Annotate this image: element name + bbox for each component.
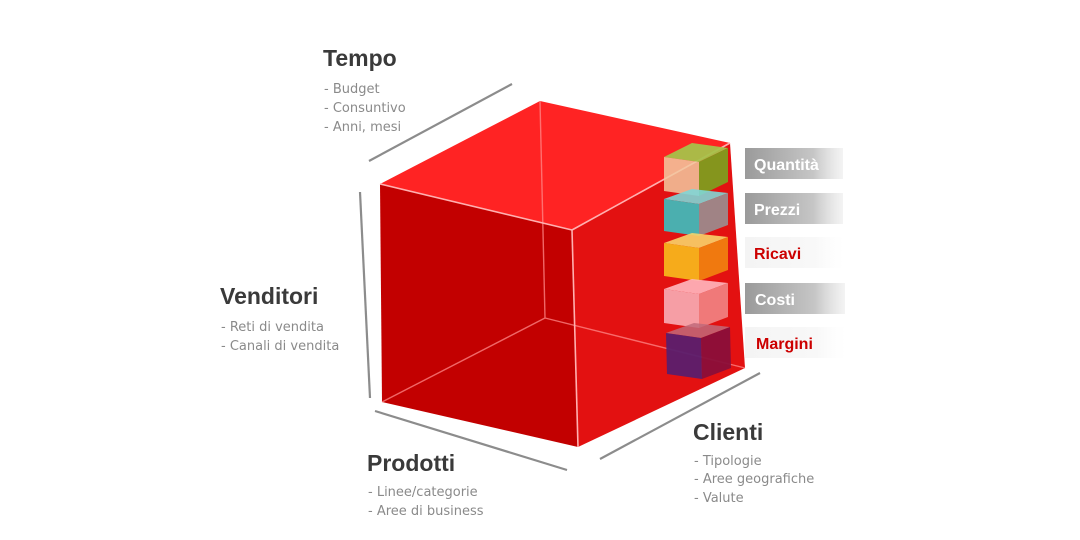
measure-slabs xyxy=(664,143,731,379)
dimension-item: - Anni, mesi xyxy=(324,120,401,135)
measure-tag-margini: Margini xyxy=(745,327,847,358)
dimension-item: - Aree geografiche xyxy=(694,472,814,487)
dimension-item: - Canali di vendita xyxy=(221,339,339,354)
dimension-title-tempo: Tempo xyxy=(323,45,397,71)
slab-margini xyxy=(666,323,731,379)
dimension-item: - Reti di vendita xyxy=(221,320,324,335)
measure-tag-ricavi: Ricavi xyxy=(745,237,845,268)
slab-prezzi xyxy=(664,189,728,236)
dimension-item: - Linee/categorie xyxy=(368,485,478,500)
clienti-axis-line xyxy=(599,372,761,460)
dimension-tempo: Tempo - Budget - Consuntivo - Anni, mesi xyxy=(323,45,406,135)
dimension-title-clienti: Clienti xyxy=(693,419,763,445)
slab-costi xyxy=(664,279,728,328)
dimension-clienti: Clienti - Tipologie - Aree geografiche -… xyxy=(693,419,814,506)
prodotti-axis-line xyxy=(374,409,568,472)
dimension-item: - Valute xyxy=(694,491,744,506)
measure-tag-quantita: Quantità xyxy=(745,148,843,179)
measure-tags: Quantità Prezzi Ricavi Costi Margini xyxy=(745,148,847,358)
measure-label-margini: Margini xyxy=(756,336,813,353)
slab-ricavi xyxy=(664,233,728,281)
dimension-item: - Budget xyxy=(324,82,380,97)
dimension-item: - Tipologie xyxy=(694,454,762,469)
measure-label-prezzi: Prezzi xyxy=(754,202,800,219)
cube-front-face xyxy=(380,184,578,447)
slab-quantita xyxy=(664,143,728,196)
tempo-axis-line xyxy=(368,83,513,162)
cube-top-face xyxy=(380,101,730,230)
dimension-title-prodotti: Prodotti xyxy=(367,450,455,476)
axis-lines xyxy=(358,83,761,472)
measure-tag-costi: Costi xyxy=(745,283,845,314)
measure-label-costi: Costi xyxy=(755,292,795,309)
venditori-axis-line xyxy=(358,191,372,399)
dimension-title-venditori: Venditori xyxy=(220,283,318,309)
dimension-venditori: Venditori - Reti di vendita - Canali di … xyxy=(220,283,339,354)
measure-tag-prezzi: Prezzi xyxy=(745,193,843,224)
measure-label-quantita: Quantità xyxy=(754,157,819,174)
dimension-item: - Aree di business xyxy=(368,504,484,519)
dimension-item: - Consuntivo xyxy=(324,101,406,116)
measure-label-ricavi: Ricavi xyxy=(754,246,801,263)
dimension-prodotti: Prodotti - Linee/categorie - Aree di bus… xyxy=(367,450,484,519)
